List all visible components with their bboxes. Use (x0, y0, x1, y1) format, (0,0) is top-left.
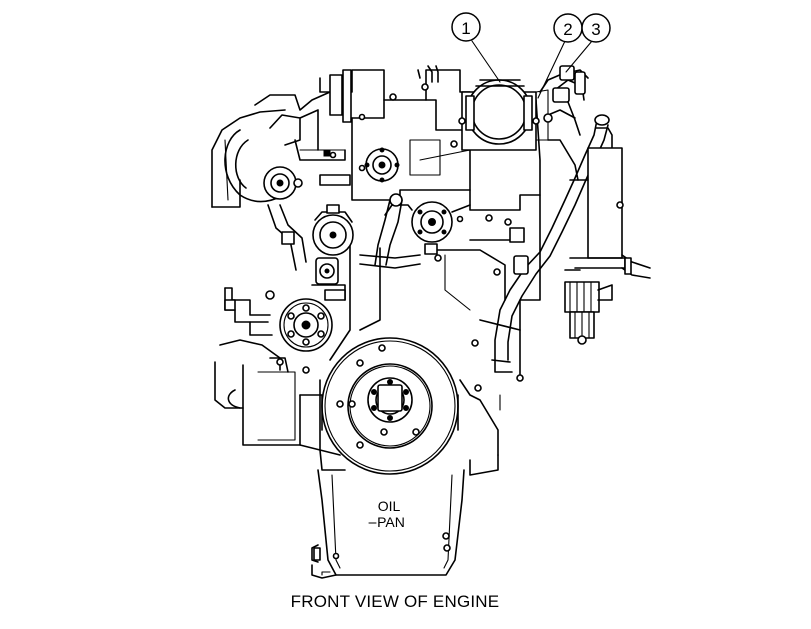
callout-3-label: 3 (591, 20, 600, 39)
figure-caption: FRONT VIEW OF ENGINE (290, 592, 500, 611)
filter-housing (458, 79, 549, 151)
valve-cover-fittings (417, 65, 439, 83)
engine-block (319, 69, 541, 476)
callout-1-label: 1 (461, 19, 470, 38)
idler-pulley (364, 147, 400, 183)
water-pump-pulley (214, 287, 333, 451)
callout-2-label: 2 (563, 20, 572, 39)
breather-tube (359, 193, 421, 269)
oil-pan (311, 469, 465, 579)
starter-motor (564, 127, 651, 279)
sensor-connectors (539, 65, 589, 181)
callout-3: 3 (565, 13, 611, 73)
oil-pan-label-line1: OIL (378, 498, 401, 514)
callout-1: 1 (451, 12, 501, 83)
crankshaft-damper (321, 337, 459, 475)
accessory-pulley (384, 201, 471, 255)
oil-pan-label-line2: PAN (377, 514, 405, 530)
fuel-filter (564, 281, 613, 345)
fan-drive (211, 69, 352, 271)
tensioner-pulley (311, 204, 354, 301)
callout-2: 2 (537, 13, 583, 99)
